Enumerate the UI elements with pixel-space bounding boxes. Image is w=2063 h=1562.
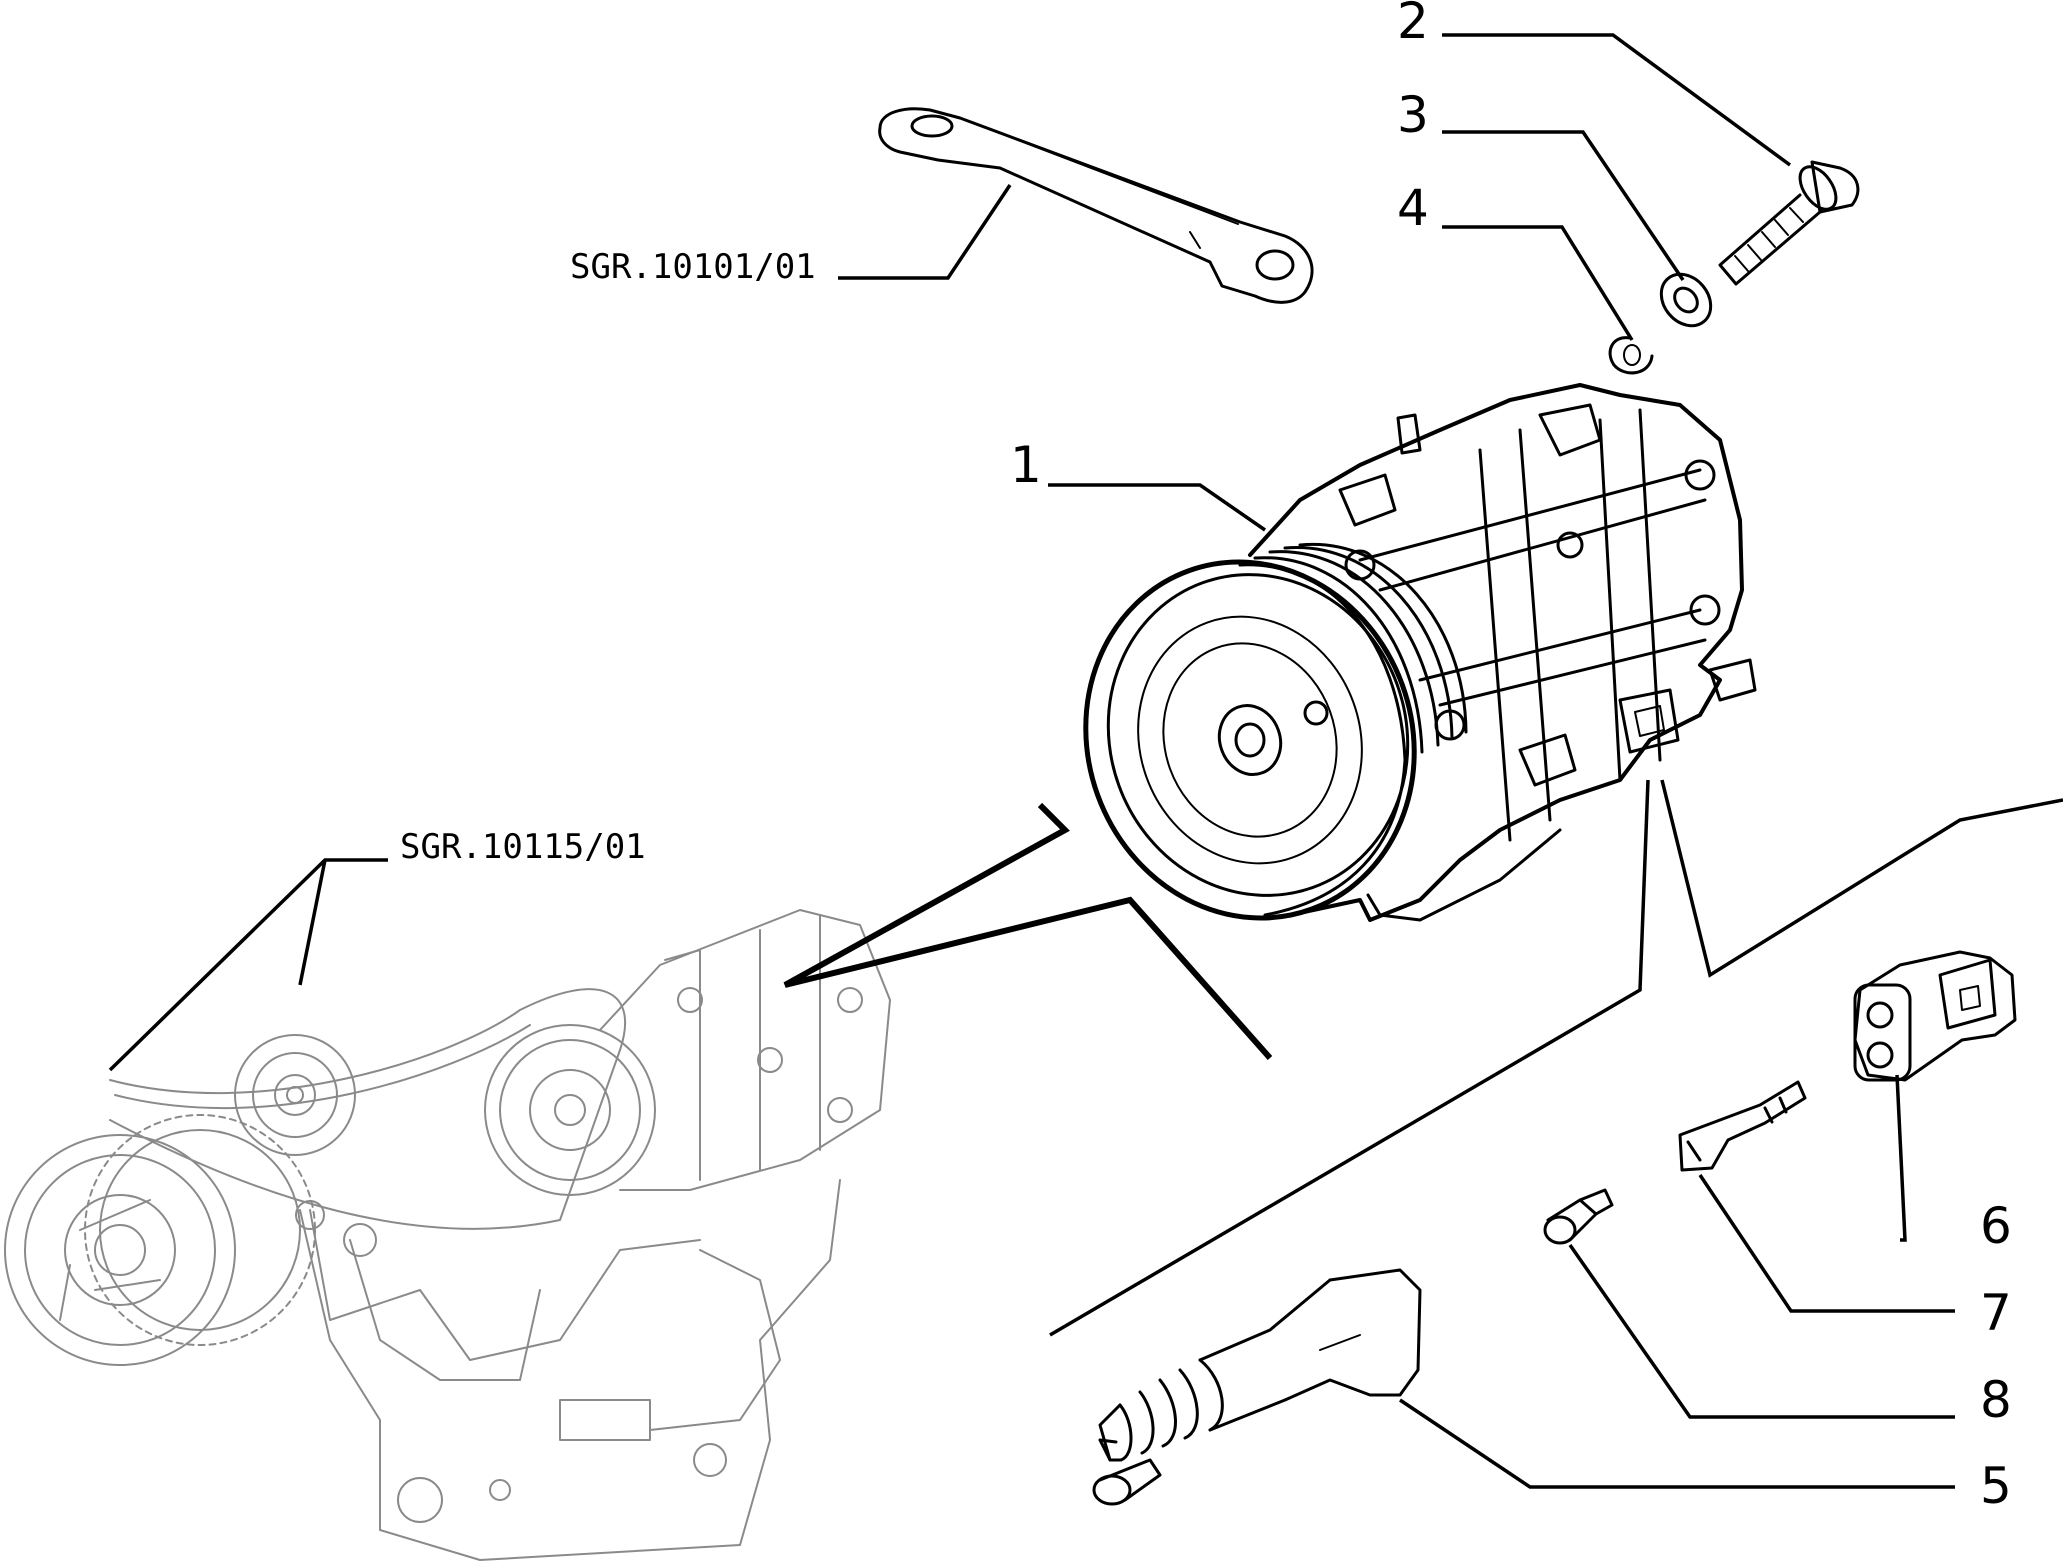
callout-labels: 1 2 3 4 5 6 7 8 SGR.10101/01 SGR.10115/0… bbox=[400, 0, 2012, 1515]
callout-2: 2 bbox=[1397, 0, 1429, 50]
leader-5 bbox=[1399, 1398, 1955, 1489]
callout-7: 7 bbox=[1980, 1284, 2012, 1342]
callout-4: 4 bbox=[1397, 179, 1429, 237]
electrical-connector-illustration bbox=[1853, 950, 2017, 1082]
leader-6 bbox=[1895, 1074, 1907, 1242]
support-bracket-illustration bbox=[878, 107, 1314, 304]
leader-7 bbox=[1698, 1174, 1955, 1313]
reference-engine: SGR.10115/01 bbox=[400, 827, 646, 867]
flat-washer-illustration bbox=[1659, 272, 1713, 328]
callout-8: 8 bbox=[1980, 1371, 2012, 1429]
callout-3: 3 bbox=[1397, 86, 1429, 144]
callout-5: 5 bbox=[1980, 1457, 2012, 1515]
leader-lines bbox=[108, 33, 2063, 1489]
leader-subassembly-left bbox=[1049, 779, 1650, 1337]
leader-2 bbox=[1442, 33, 1792, 167]
leader-8 bbox=[1568, 1243, 1955, 1419]
leader-sgr-10115-a bbox=[108, 858, 388, 1072]
leader-sgr-10101 bbox=[838, 184, 1012, 280]
callout-6: 6 bbox=[1980, 1197, 2012, 1255]
callout-1: 1 bbox=[1010, 436, 1042, 494]
protective-boot-illustration bbox=[1092, 1268, 1422, 1506]
plug-illustration bbox=[1543, 1188, 1614, 1245]
leader-3 bbox=[1442, 130, 1685, 281]
leader-subassembly-right bbox=[1660, 779, 2063, 978]
leader-4 bbox=[1442, 225, 1634, 341]
ac-compressor-illustration bbox=[1083, 383, 1757, 922]
bolt-illustration bbox=[1718, 160, 1860, 286]
spring-washer-illustration bbox=[1608, 336, 1654, 375]
terminal-pin-illustration bbox=[1678, 1080, 1807, 1172]
detail-connector-line bbox=[783, 802, 1273, 1060]
engine-assembly-illustration bbox=[4, 909, 891, 1561]
leader-1 bbox=[1048, 483, 1266, 532]
leader-sgr-10115-b bbox=[298, 859, 327, 986]
reference-bracket: SGR.10101/01 bbox=[570, 247, 816, 287]
